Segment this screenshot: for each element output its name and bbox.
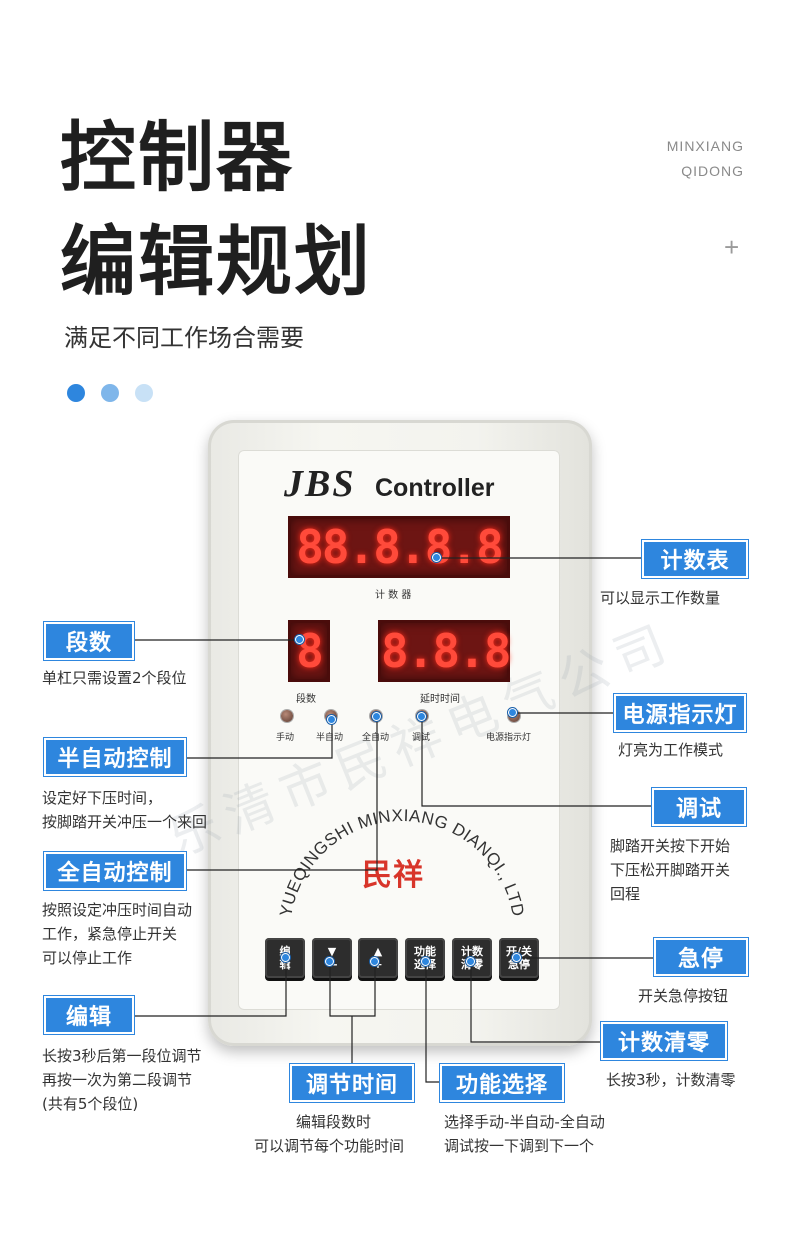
indicator-dot [101, 384, 119, 402]
adjust-time-desc-1: 编辑段数时 [296, 1113, 372, 1131]
estop-pin [512, 953, 521, 962]
function-select-desc-1: 选择手动-半自动-全自动 [444, 1113, 605, 1131]
counter-pin [432, 553, 441, 562]
reset-key-line1: 计数 [461, 945, 483, 958]
edit-key-line1: 编 [279, 945, 291, 958]
debug-pin [417, 712, 426, 721]
led-label-power: 电源指示灯 [486, 733, 532, 743]
brand-line1: MINXIANG [666, 138, 744, 154]
power-desc: 灯亮为工作模式 [618, 741, 724, 759]
indicator-dot [67, 384, 85, 402]
led-label-manual: 手动 [276, 733, 295, 743]
brand-line2: QIDONG [681, 163, 744, 179]
led-label-semi-auto: 半自动 [316, 733, 344, 743]
delay-label: 延时时间 [420, 694, 460, 705]
counter-display: 88.8.8.8 [288, 516, 510, 578]
estop-desc: 开关急停按钮 [638, 987, 729, 1005]
counter-tag: 计数表 [641, 539, 749, 579]
segments-desc: 单杠只需设置2个段位 [42, 669, 187, 687]
debug-desc-3: 回程 [610, 885, 641, 903]
up-pin [370, 957, 379, 966]
function-pin [421, 957, 430, 966]
full-auto-desc-1: 按照设定冲压时间自动 [42, 901, 193, 919]
segments-pin [295, 635, 304, 644]
function-select-desc-2: 调试按一下调到下一个 [444, 1137, 595, 1155]
edit-desc-1: 长按3秒后第一段位调节 [42, 1047, 202, 1065]
debug-tag: 调试 [651, 787, 747, 827]
full-auto-desc-2: 工作，紧急停止开关 [42, 925, 178, 943]
edit-desc-2: 再按一次为第二段调节 [42, 1071, 193, 1089]
device-brand: JBS [284, 463, 356, 505]
time-display: 8.8.8 [378, 620, 511, 682]
debug-desc-1: 脚踏开关按下开始 [610, 837, 731, 855]
up-arrow-icon: ▲ [373, 945, 383, 958]
power-tag: 电源指示灯 [613, 693, 747, 733]
device-model: Controller [375, 474, 495, 502]
page-title-line1: 控制器 [60, 113, 294, 202]
semi-auto-tag: 半自动控制 [43, 737, 187, 777]
edit-desc-3: (共有5个段位) [42, 1095, 139, 1113]
led-label-full-auto: 全自动 [362, 733, 390, 743]
page-subtitle: 满足不同工作场合需要 [64, 324, 304, 352]
full-auto-tag: 全自动控制 [43, 851, 187, 891]
adjust-time-desc-2: 可以调节每个功能时间 [254, 1137, 405, 1155]
minxiang-logo: 民祥 [362, 858, 424, 893]
count-reset-desc: 长按3秒，计数清零 [606, 1071, 736, 1089]
reset-pin [466, 957, 475, 966]
adjust-time-tag: 调节时间 [289, 1063, 415, 1103]
counter-digits: 88.8.8.8 [296, 520, 504, 574]
counter-label: 计 数 器 [375, 590, 412, 601]
function-key-line1: 功能 [414, 945, 436, 958]
segment-display: 8 [288, 620, 330, 682]
down-arrow-icon: ▼ [327, 945, 337, 958]
estop-tag: 急停 [653, 937, 749, 977]
time-digits: 8.8.8 [381, 624, 511, 678]
page-title-line2: 编辑规划 [60, 217, 372, 306]
edit-tag: 编辑 [43, 995, 135, 1035]
semi-auto-desc-2: 按脚踏开关冲压一个来回 [42, 813, 208, 831]
full-auto-pin [372, 712, 381, 721]
plus-key-icon: + [373, 958, 383, 971]
edit-pin [281, 953, 290, 962]
indicator-dot [135, 384, 153, 402]
full-auto-desc-3: 可以停止工作 [42, 949, 133, 967]
down-pin [325, 957, 334, 966]
led-label-debug: 调试 [412, 733, 431, 743]
counter-desc: 可以显示工作数量 [600, 589, 721, 607]
function-select-tag: 功能选择 [439, 1063, 565, 1103]
semi-auto-desc-1: 设定好下压时间， [42, 789, 163, 807]
debug-desc-2: 下压松开脚踏开关 [610, 861, 731, 879]
segments-tag: 段数 [43, 621, 135, 661]
count-reset-tag: 计数清零 [600, 1021, 728, 1061]
plus-icon: + [724, 232, 740, 262]
manual-led [281, 710, 293, 722]
semi-auto-pin [327, 715, 336, 724]
segments-label: 段数 [296, 694, 316, 705]
brand-text: MINXIANG QIDONG [667, 134, 744, 184]
power-pin [508, 708, 517, 717]
